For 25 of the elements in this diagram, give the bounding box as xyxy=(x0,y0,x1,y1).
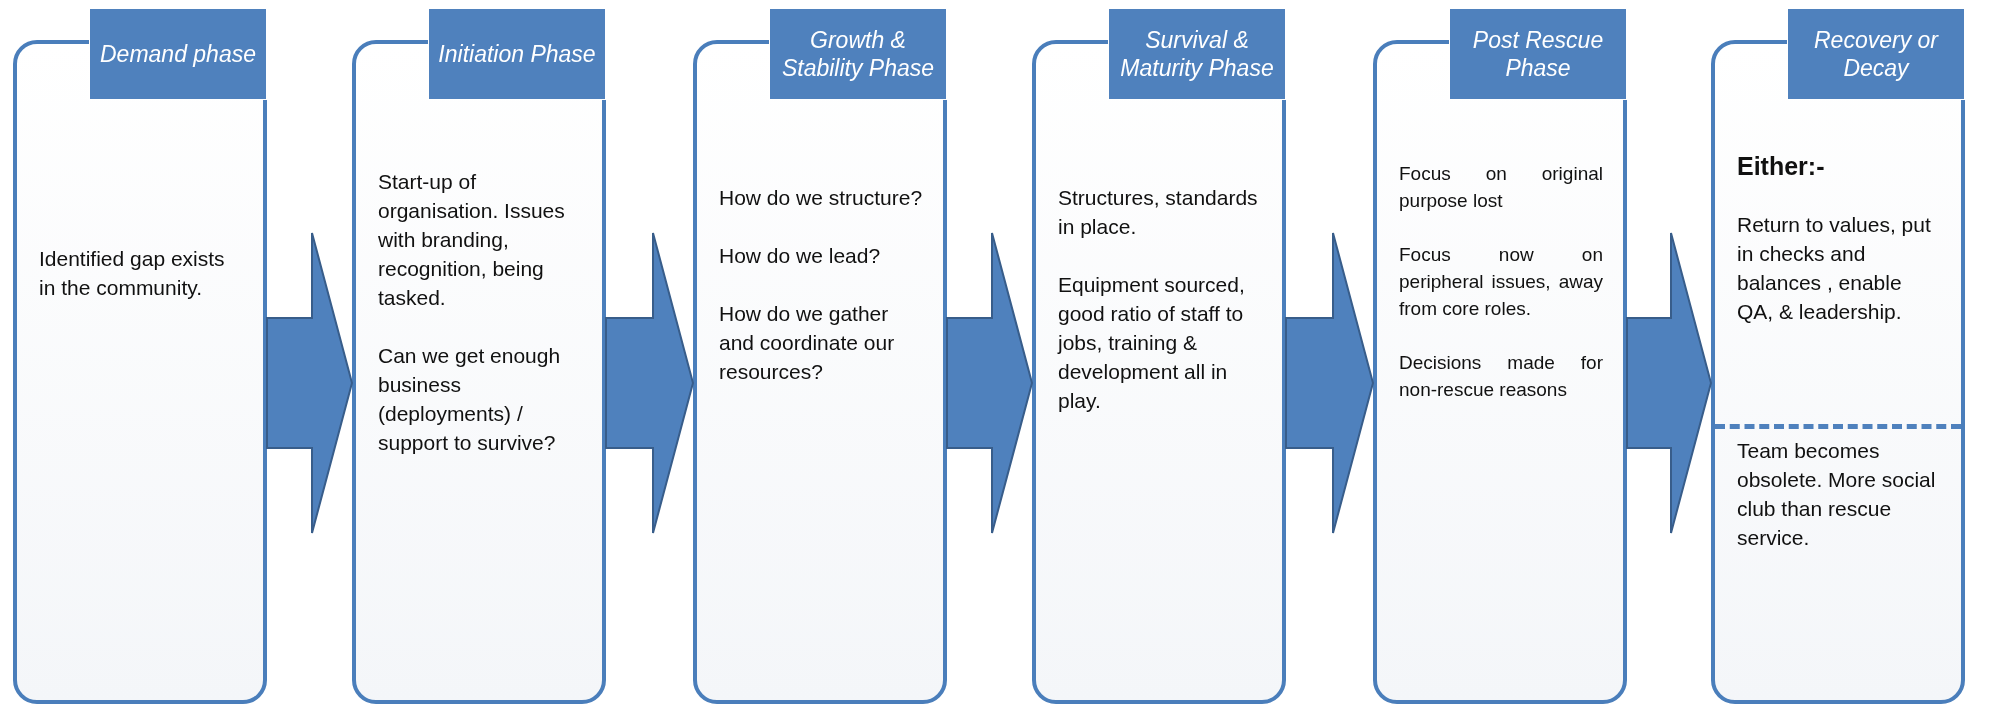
phase-title: Demand phase xyxy=(89,8,267,100)
phase-description: Return to values, put in checks and balances , enable QA, & leadership. xyxy=(1737,212,1932,325)
phase-description: How do we lead? xyxy=(719,243,882,269)
phase-description: Focus now on peripheral issues, away from core roles. xyxy=(1399,243,1603,321)
phase-title: Growth & Stability Phase xyxy=(769,8,947,100)
block-arrow xyxy=(605,232,695,534)
phase-description: Start-up of organisation. Issues with branding, recognition, being tasked. xyxy=(378,169,566,311)
phase-title: Initiation Phase xyxy=(428,8,606,100)
block-arrow xyxy=(946,232,1034,534)
phase-description: Structures, standards in place. xyxy=(1058,185,1259,240)
phase-description: Equipment sourced, good ratio of staff to jobs, training & development all in play. xyxy=(1058,272,1246,414)
block-arrow xyxy=(1285,232,1375,534)
block-arrow xyxy=(266,232,354,534)
phase-description: Either:- xyxy=(1737,152,1826,181)
phase-description: How do we structure? xyxy=(719,185,923,211)
phase-description: Team becomes obsolete. More social club than rescue service. xyxy=(1737,438,1937,551)
phase-description: Identified gap exists in the community. xyxy=(39,246,226,301)
phase-description: How do we gather and coordinate our resources? xyxy=(719,301,896,385)
phase-title: Post Rescue Phase xyxy=(1449,8,1627,100)
phase-title: Recovery or Decay xyxy=(1787,8,1965,100)
phase-title: Survival & Maturity Phase xyxy=(1108,8,1286,100)
block-arrow xyxy=(1626,232,1713,534)
phase-description: Decisions made for non-rescue reasons xyxy=(1399,351,1603,402)
phase-description: Can we get enough business (deployments) / support to survive? xyxy=(378,343,562,456)
phase-description: Focus on original purpose lost xyxy=(1399,162,1603,213)
